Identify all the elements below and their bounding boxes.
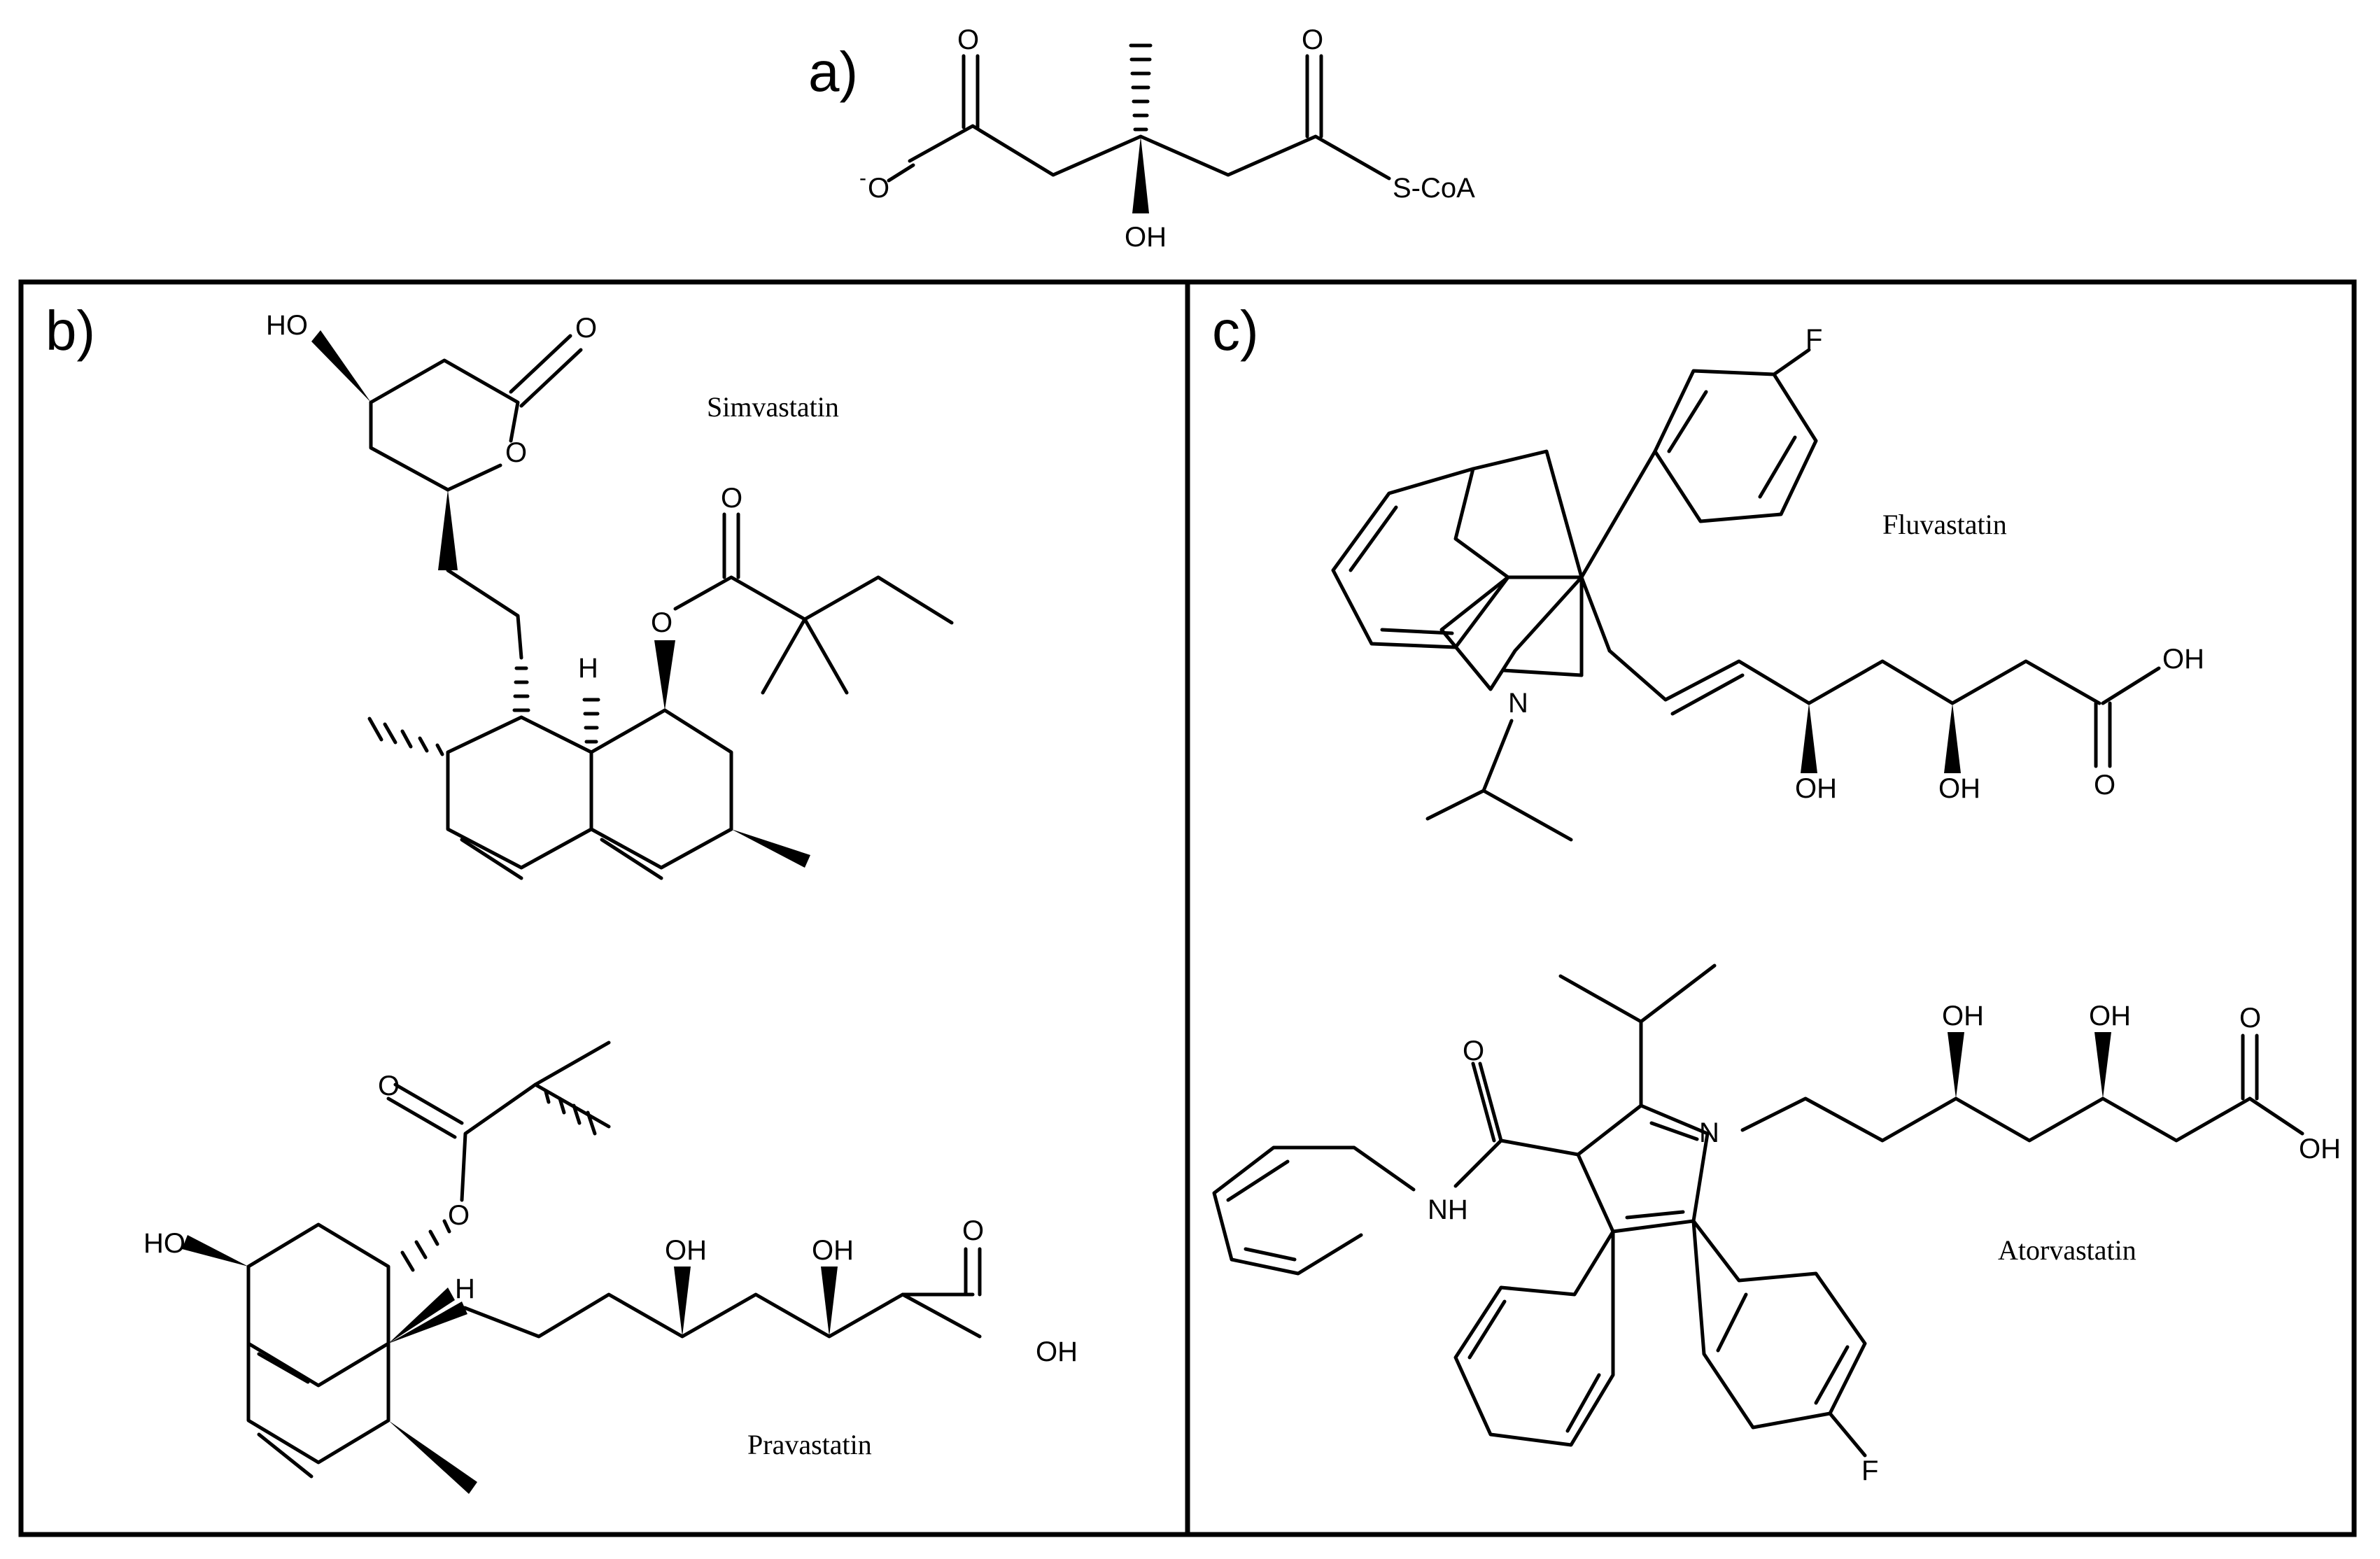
atom-f: F bbox=[1861, 1455, 1878, 1486]
panel-b: b) Simvastatin HO O O bbox=[18, 279, 1190, 1537]
hashed-methyl bbox=[367, 717, 444, 756]
atorvastatin-name: Atorvastatin bbox=[1998, 1234, 2136, 1266]
panel-a: a) O O O - OH S-CoA bbox=[808, 24, 1475, 253]
wedge-ho bbox=[311, 330, 371, 402]
hashed-bond-chain bbox=[512, 666, 530, 712]
fluvastatin-name: Fluvastatin bbox=[1882, 509, 2007, 540]
atom-oh-acid: OH bbox=[2162, 644, 2204, 675]
atom-o-carbonyl: O bbox=[378, 1071, 400, 1101]
panel-a-label: a) bbox=[808, 41, 858, 103]
atom-oh-acid: OH bbox=[1036, 1336, 1078, 1367]
atom-o-carbonyl-1: O bbox=[957, 24, 979, 55]
wedge-ester bbox=[654, 640, 675, 710]
atom-oh2: OH bbox=[2089, 1001, 2131, 1031]
atom-o-ring: O bbox=[505, 437, 527, 468]
panel-b-frame bbox=[18, 279, 1190, 1537]
atom-oh2: OH bbox=[812, 1235, 854, 1266]
atom-oh: OH bbox=[1125, 222, 1167, 253]
atom-n: N bbox=[1699, 1117, 1719, 1148]
wedge-oh2-fluva bbox=[1944, 703, 1961, 773]
fluvastatin-structure: Fluvastatin F N OH OH bbox=[1331, 324, 2204, 842]
atom-nh: NH bbox=[1428, 1194, 1468, 1225]
wedge-h-prava bbox=[388, 1288, 455, 1343]
atom-ho: HO bbox=[143, 1228, 185, 1259]
wedge-oh1-fluva bbox=[1801, 703, 1817, 773]
atom-o-acid: O bbox=[2239, 1003, 2261, 1034]
atom-h: H bbox=[578, 653, 598, 684]
pravastatin-structure: Pravastatin O O HO bbox=[143, 1040, 1078, 1494]
atom-o-minus: O bbox=[868, 173, 889, 204]
pravastatin-name: Pravastatin bbox=[747, 1429, 872, 1460]
charge-minus: - bbox=[859, 167, 866, 190]
atom-oh-acid: OH bbox=[2299, 1134, 2341, 1164]
atom-o-ester-carbonyl: O bbox=[721, 483, 742, 514]
panel-b-label: b) bbox=[45, 299, 95, 362]
wedge-oh2-atorva bbox=[2094, 1032, 2111, 1099]
atom-oh1: OH bbox=[1795, 773, 1837, 804]
atorvastatin-structure: Atorvastatin N O NH F bbox=[1212, 964, 2341, 1486]
atom-o-ester: O bbox=[651, 607, 673, 638]
wedge-ho-prava bbox=[182, 1235, 248, 1267]
hashed-h bbox=[582, 698, 600, 744]
atom-o-lactone-carbonyl: O bbox=[575, 313, 597, 344]
atom-f: F bbox=[1805, 324, 1822, 355]
panel-c: c) Fluvastatin F N OH bbox=[1185, 279, 2357, 1537]
wedge-bond-oh bbox=[1132, 136, 1149, 213]
hashed-methyl-side bbox=[544, 1089, 597, 1136]
atom-oh1: OH bbox=[665, 1235, 707, 1266]
wedge-oh2 bbox=[821, 1267, 838, 1336]
hashed-methyl-bond bbox=[1129, 43, 1153, 132]
wedge-oh1-atorva bbox=[1948, 1032, 1964, 1099]
panel-c-label: c) bbox=[1212, 299, 1259, 362]
hashed-ester bbox=[400, 1219, 451, 1272]
atom-s-coa: S-CoA bbox=[1393, 173, 1475, 204]
atom-o-carbonyl-2: O bbox=[1302, 24, 1323, 55]
atom-o-ester: O bbox=[448, 1200, 470, 1231]
simvastatin-name: Simvastatin bbox=[707, 391, 839, 423]
atom-n: N bbox=[1508, 688, 1528, 719]
panel-c-frame bbox=[1185, 279, 2357, 1537]
atom-oh1: OH bbox=[1942, 1001, 1984, 1031]
atom-h: H bbox=[455, 1274, 475, 1304]
wedge-oh1 bbox=[674, 1267, 691, 1336]
atom-o-acid: O bbox=[962, 1215, 984, 1246]
atom-oh2: OH bbox=[1938, 773, 1980, 804]
wedge-methyl-prava bbox=[388, 1420, 477, 1494]
wedge-methyl bbox=[731, 829, 810, 868]
wedge-chain-prava bbox=[388, 1301, 467, 1343]
wedge-chain bbox=[438, 490, 458, 570]
atom-o-amide: O bbox=[1463, 1036, 1484, 1066]
simvastatin-structure: Simvastatin HO O O bbox=[266, 310, 954, 880]
hmg-coa-structure: O O O - OH S-CoA bbox=[859, 24, 1475, 253]
atom-o-acid: O bbox=[2094, 770, 2115, 800]
atom-ho: HO bbox=[266, 310, 308, 341]
